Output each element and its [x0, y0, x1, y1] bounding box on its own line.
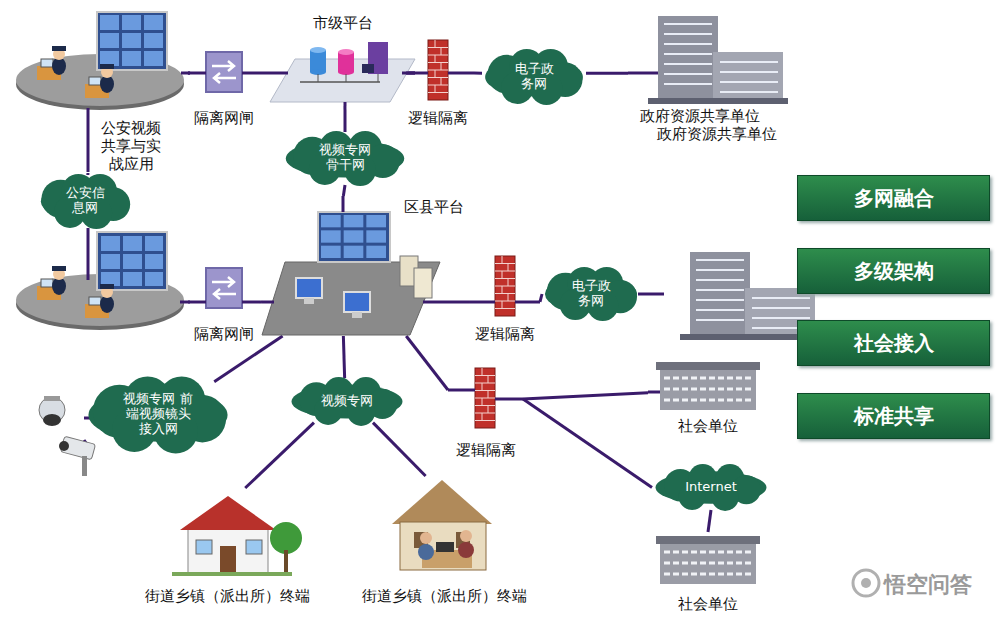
network-link	[343, 185, 345, 196]
node-label: 视频专网 前端视频镜头 接入网	[117, 392, 199, 437]
node-label: 区县平台	[404, 198, 464, 216]
network-link	[344, 106, 345, 132]
link-line	[245, 423, 314, 488]
feature-label: 标准共享	[854, 404, 934, 428]
network-link	[474, 73, 482, 74]
node-label: 视频专网	[321, 394, 373, 409]
firewall: 逻辑隔离	[448, 366, 523, 460]
network-cloud: 电子政 务网	[542, 268, 640, 320]
link-line	[523, 393, 648, 399]
link-line	[474, 72, 482, 75]
network-link	[87, 173, 88, 175]
link-line	[343, 336, 344, 378]
node-label: 公安信 息网	[64, 186, 106, 216]
network-cloud: 电子政 务网	[482, 50, 586, 104]
network-cloud: 视频专网 骨干网	[282, 132, 408, 185]
node-label: 逻辑隔离	[408, 109, 468, 127]
network-link	[373, 423, 426, 476]
building: 社会单位	[648, 532, 768, 613]
watermark: 悟空问答	[884, 570, 972, 600]
terminal-house-art	[136, 488, 318, 604]
terminal-house-art	[352, 476, 536, 604]
link-line	[86, 173, 89, 175]
watermark-logo	[853, 570, 879, 596]
firewall: 逻辑隔离	[470, 254, 540, 344]
link-line	[468, 300, 470, 303]
node-label: 社会单位	[678, 595, 738, 613]
link-line	[586, 72, 628, 75]
network-cloud: 公安信 息网	[38, 175, 132, 228]
node-label: 视频专网 骨干网	[317, 143, 373, 173]
police-console: 公安视频 共享与实 战应用	[15, 12, 190, 173]
node-label: 电子政 务网	[513, 62, 555, 92]
node-label: Internet	[685, 480, 737, 495]
network-cloud: 视频专网	[288, 378, 406, 425]
feature-box: 标准共享	[797, 393, 990, 439]
platform: 市级平台	[270, 14, 415, 106]
feature-box: 多级架构	[797, 248, 990, 294]
node-label: 公安视频 共享与实 战应用	[100, 119, 162, 173]
building: 社会单位	[648, 358, 768, 435]
node-label: 逻辑隔离	[475, 325, 535, 343]
node-label: 市级平台	[313, 14, 373, 32]
link-line	[540, 294, 542, 302]
isolation-gate: 隔离网闸	[188, 50, 260, 128]
node-label: 社会单位	[678, 417, 738, 435]
network-link	[540, 294, 542, 302]
network-link	[343, 336, 344, 378]
node-label: 政府资源共享单位	[640, 107, 760, 125]
link-line	[373, 423, 426, 476]
network-link	[523, 393, 648, 399]
network-link	[586, 73, 628, 74]
platform: 区县平台	[262, 196, 468, 336]
node-label: 隔离网闸	[194, 109, 254, 127]
feature-label: 多网融合	[854, 186, 934, 210]
link-line	[523, 399, 652, 488]
platform-art	[262, 196, 468, 336]
node-label: 街道乡镇（派出所）终端	[145, 587, 310, 605]
node-label: 隔离网闸	[194, 325, 254, 343]
network-link	[708, 510, 711, 532]
node-label: 街道乡镇（派出所）终端	[362, 587, 527, 605]
camera	[39, 396, 96, 476]
node-label: 电子政 务网	[570, 279, 612, 309]
link-line	[260, 71, 270, 74]
network-link	[260, 301, 262, 302]
feature-label: 社会接入	[854, 331, 934, 355]
network-link	[245, 423, 314, 488]
link-line	[406, 336, 448, 390]
node-label: 逻辑隔离	[456, 441, 516, 459]
network-link	[468, 301, 470, 302]
link-line	[260, 300, 262, 303]
network-link	[523, 399, 652, 488]
feature-label: 多级架构	[854, 259, 934, 283]
link-line	[708, 510, 711, 532]
terminal-house: 街道乡镇（派出所）终端	[352, 476, 536, 605]
feature-box: 社会接入	[797, 320, 990, 366]
terminal-house: 街道乡镇（派出所）终端	[136, 488, 318, 605]
link-line	[343, 185, 345, 196]
network-link	[406, 336, 448, 390]
network-link	[260, 72, 270, 73]
link-line	[343, 106, 346, 132]
network-cloud: 视频专网 前端视频镜头 接入网	[84, 378, 232, 452]
feature-box: 多网融合	[797, 175, 990, 221]
node-label: 政府资源共享单位	[657, 125, 777, 143]
network-cloud: Internet	[652, 465, 770, 510]
firewall: 逻辑隔离	[402, 38, 474, 128]
building: 政府资源共享单位政府资源共享单位	[628, 14, 788, 143]
police-desk	[16, 232, 184, 330]
isolation-gate: 隔离网闸	[188, 266, 260, 344]
